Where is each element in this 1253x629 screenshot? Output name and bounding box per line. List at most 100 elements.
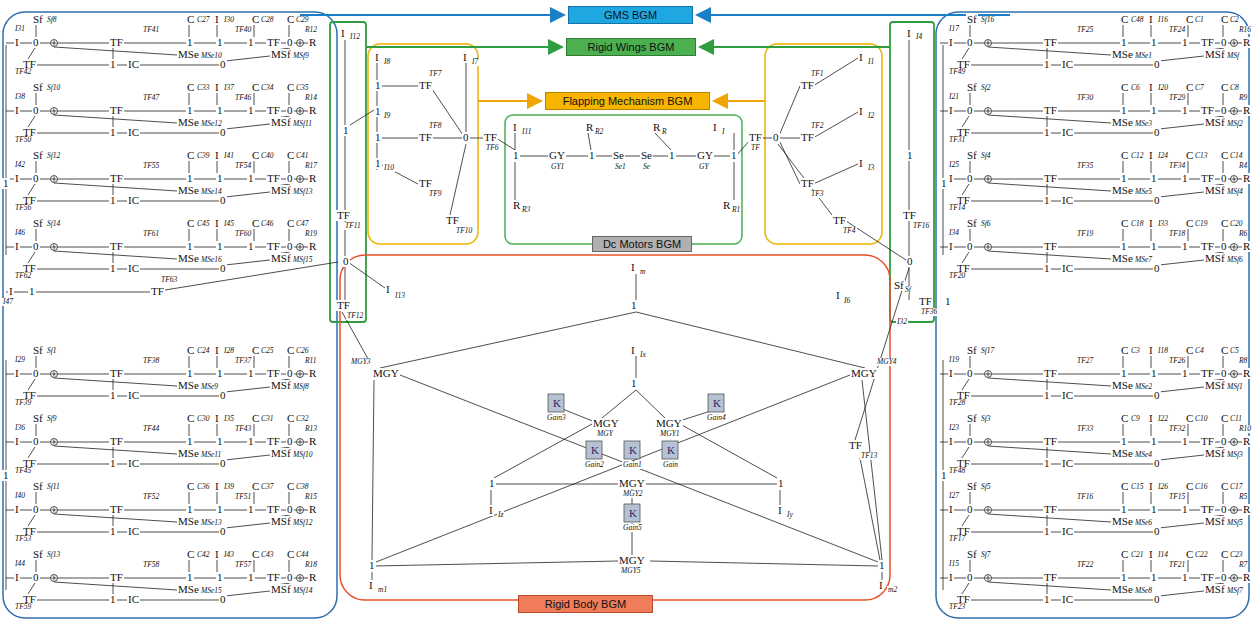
bond-line <box>225 260 270 265</box>
element-parameter: R11 <box>304 357 318 365</box>
bond-graph-element: 1 <box>1043 390 1051 401</box>
bond-line <box>952 247 1242 248</box>
bond-graph-element: I <box>948 368 954 379</box>
bond-line <box>217 354 218 368</box>
bond-graph-element: I <box>858 106 864 117</box>
element-parameter: I <box>721 128 726 136</box>
modulated-junction-symbol <box>51 575 58 582</box>
bond-graph-element: C <box>286 150 295 161</box>
element-parameter: I15 <box>948 560 960 568</box>
element-parameter: I47 <box>2 298 14 306</box>
bond-line <box>18 179 308 180</box>
bond-graph-element: 1 <box>247 37 255 48</box>
bond-line <box>300 177 301 182</box>
bond-line <box>1188 354 1189 368</box>
element-parameter: TF20 <box>948 272 966 280</box>
element-parameter: I31 <box>14 25 26 33</box>
modulated-junction-symbol <box>297 575 304 582</box>
bond-line <box>18 247 308 248</box>
bond-graph-element: TF <box>266 368 281 379</box>
bond-line <box>988 372 989 377</box>
bond-graph-element: C <box>1220 481 1229 492</box>
element-parameter: I3 <box>867 164 875 172</box>
bond-line <box>289 23 290 37</box>
bond-graph-element: C <box>286 14 295 25</box>
bond-graph-element: Sf <box>32 82 44 93</box>
bond-graph-element: TF <box>266 37 281 48</box>
element-parameter: C14 <box>1229 152 1244 160</box>
bond-graph-element: MGY <box>592 418 620 429</box>
bond-graph-element: C <box>286 481 295 492</box>
element-parameter: Se1 <box>614 163 627 171</box>
bond-line <box>113 184 114 195</box>
element-parameter: TF53 <box>14 535 32 543</box>
bond-graph-element: I <box>712 122 718 133</box>
bond-line <box>988 109 989 114</box>
bond-graph-element: R <box>722 200 731 211</box>
element-parameter: R3 <box>521 206 531 214</box>
element-parameter: Sf1 <box>46 347 58 355</box>
bond-line <box>1159 387 1204 392</box>
bond-graph-element: 0 <box>32 241 40 252</box>
bond-graph-element: C <box>1120 413 1129 424</box>
element-parameter: MGY4 <box>876 358 898 366</box>
bond-line <box>952 510 1242 511</box>
bond-line <box>962 447 969 458</box>
modulated-junction-symbol <box>985 40 992 47</box>
element-parameter: Sf6 <box>980 220 992 228</box>
bond-graph-element: Sf <box>32 549 44 560</box>
bond-graph-element: 1 <box>1043 263 1051 274</box>
bond-line <box>952 442 1242 443</box>
bond-graph-element: 1 <box>630 378 638 389</box>
bond-graph-element: 1 <box>944 296 952 307</box>
element-parameter: TF43 <box>234 425 252 433</box>
bond-graph-element: TF <box>1200 436 1215 447</box>
bond-graph-element: TF <box>418 178 433 189</box>
element-parameter: C22 <box>1194 551 1209 559</box>
bond-line <box>988 440 989 445</box>
bond-line <box>217 490 218 504</box>
element-parameter: MGY2 <box>622 490 644 498</box>
bond-graph-element: 0 <box>32 173 40 184</box>
bond-graph-element: R <box>308 37 317 48</box>
bond-graph-element: I <box>340 28 346 39</box>
bond-line <box>1151 354 1152 368</box>
modulated-junction-symbol <box>1231 244 1238 251</box>
bond-graph-element: 1 <box>1150 173 1158 184</box>
bond-graph-element: IC <box>1061 195 1074 206</box>
bond-graph-element: 1 <box>247 241 255 252</box>
bond-line <box>1223 91 1224 105</box>
element-parameter: MSe3 <box>1134 120 1153 128</box>
bond-graph-element: R <box>308 241 317 252</box>
bond-line <box>940 510 948 511</box>
element-parameter: I23 <box>948 424 960 432</box>
bond-graph-element: 0 <box>966 436 974 447</box>
bond-graph-element: C <box>1185 150 1194 161</box>
bond-graph-element: 1 <box>1150 504 1158 515</box>
bond-graph-element: C <box>186 218 195 229</box>
bond-graph-element: MSe <box>1111 185 1134 196</box>
element-parameter: TF60 <box>234 230 252 238</box>
bond-line <box>1151 91 1152 105</box>
element-parameter: I28 <box>223 347 235 355</box>
bond-graph-element: R <box>585 122 594 133</box>
bond-line <box>988 47 1111 55</box>
bond-line <box>54 378 177 386</box>
bond-line <box>1123 490 1124 504</box>
bond-line <box>962 583 969 594</box>
bond-line <box>1223 23 1224 37</box>
element-parameter: C20 <box>1229 220 1244 228</box>
bond-graph-element: 1 <box>216 105 224 116</box>
bond-line <box>28 184 35 195</box>
bond-graph-element: C <box>286 345 295 356</box>
bond-graph-element: C <box>1120 218 1129 229</box>
bond-graph-element: Sf <box>966 481 978 492</box>
element-parameter: MSe9 <box>200 383 219 391</box>
element-parameter: TF49 <box>948 68 966 76</box>
bond-graph-element: 0 <box>1220 105 1228 116</box>
bond-graph-element: Sf <box>32 150 44 161</box>
element-parameter: C39 <box>196 152 211 160</box>
element-parameter: TF2 <box>810 122 825 130</box>
element-parameter: R6 <box>1238 230 1248 238</box>
bond-graph-element: 0 <box>342 256 350 267</box>
